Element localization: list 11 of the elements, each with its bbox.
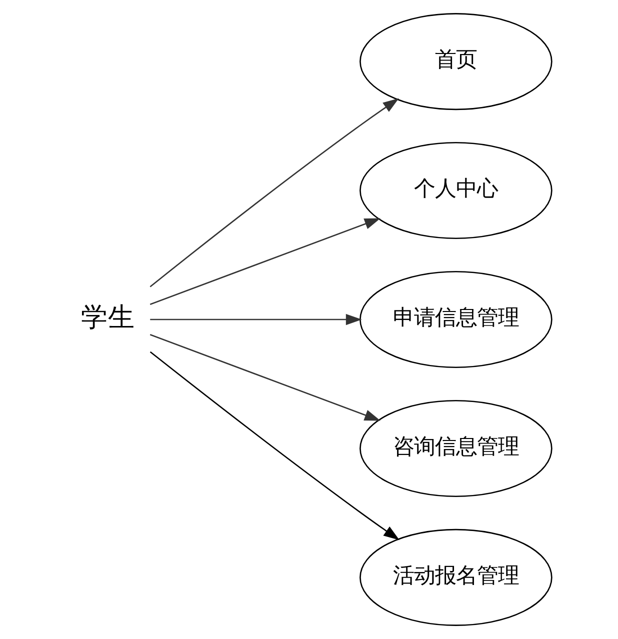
node-ellipse: 活动报名管理 <box>360 528 552 626</box>
node-text: 学生 <box>81 302 136 334</box>
arrow <box>150 218 381 305</box>
arrow <box>150 314 362 326</box>
node-ellipse: 申请信息管理 <box>360 270 552 368</box>
node-ellipse: 个人中心 <box>360 142 552 240</box>
node-ellipse: 首页 <box>360 12 552 110</box>
arrow <box>150 351 400 540</box>
node-ellipse: 咨询信息管理 <box>360 400 552 498</box>
arrow <box>150 334 381 421</box>
arrow <box>150 98 399 288</box>
